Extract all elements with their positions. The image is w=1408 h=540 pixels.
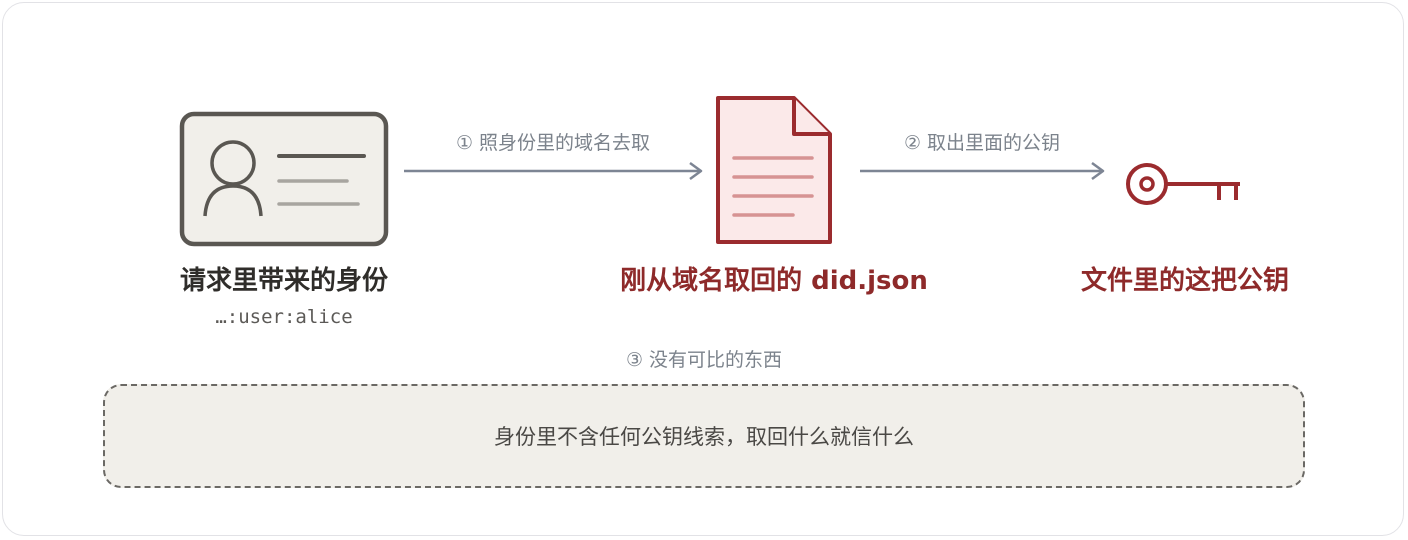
arrow-2 xyxy=(860,161,1105,181)
id-card-icon xyxy=(179,111,389,247)
identity-title: 请求里带来的身份 xyxy=(179,266,388,296)
step-2-label: ② 取出里面的公钥 xyxy=(903,132,1061,154)
key-title: 文件里的这把公钥 xyxy=(1080,266,1289,296)
step-3-label: ③ 没有可比的东西 xyxy=(625,349,783,371)
note-text: 身份里不含任何公钥线索，取回什么就信什么 xyxy=(494,425,914,449)
identity-subtitle: …:user:alice xyxy=(215,306,353,328)
arrow-1 xyxy=(404,161,703,181)
document-icon xyxy=(716,96,832,244)
step-1-label: ① 照身份里的域名去取 xyxy=(455,132,651,154)
note-box: 身份里不含任何公钥线索，取回什么就信什么 xyxy=(103,384,1305,488)
key-icon xyxy=(1126,163,1240,205)
document-title: 刚从域名取回的 did.json xyxy=(620,266,928,296)
